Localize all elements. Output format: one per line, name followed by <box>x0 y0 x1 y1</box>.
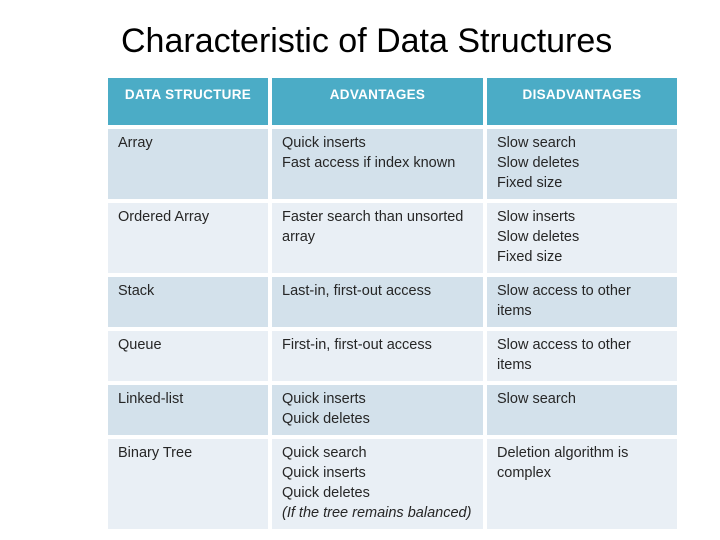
table-row: Ordered Array Faster search than unsorted… <box>108 203 677 273</box>
cell-line: Quick inserts <box>282 135 366 151</box>
cell-line: Ordered Array <box>118 209 210 225</box>
cell-line: Array <box>118 135 153 151</box>
table-row: Stack Last-in, first-out access Slow acces… <box>108 277 677 327</box>
cell-disadvantages: Deletion algorithm is complex <box>487 439 677 529</box>
table-row: Queue First-in, first-out access Slow acce… <box>108 331 677 381</box>
cell-line: Quick inserts <box>282 391 366 407</box>
cell-line: Slow inserts <box>497 209 576 225</box>
cell-line: Linked-list <box>118 391 184 407</box>
cell-structure: Binary Tree <box>108 439 268 529</box>
cell-line: Slow access to other items <box>497 283 631 319</box>
header-data-structure: DATA STRUCTURE <box>108 78 268 125</box>
header-advantages: ADVANTAGES <box>272 78 483 125</box>
cell-line: Quick deletes <box>282 411 370 427</box>
cell-line: Faster search than unsorted array <box>282 209 464 245</box>
cell-disadvantages: Slow search <box>487 385 677 435</box>
header-row: DATA STRUCTURE ADVANTAGES DISADVANTAGES <box>108 78 677 125</box>
cell-structure: Linked-list <box>108 385 268 435</box>
cell-line: Last-in, first-out access <box>282 283 432 299</box>
cell-line: Slow search <box>497 391 576 407</box>
cell-structure: Queue <box>108 331 268 381</box>
cell-line: Quick deletes <box>282 485 370 501</box>
cell-line: First-in, first-out access <box>282 337 432 353</box>
cell-advantages: Last-in, first-out access <box>272 277 483 327</box>
cell-line: Quick search <box>282 445 367 461</box>
page-title: Characteristic of Data Structures <box>121 22 613 60</box>
cell-line: Slow access to other items <box>497 337 631 373</box>
cell-line: Slow search <box>497 135 576 151</box>
data-structures-table: DATA STRUCTURE ADVANTAGES DISADVANTAGES … <box>104 74 681 533</box>
cell-structure: Ordered Array <box>108 203 268 273</box>
cell-structure: Array <box>108 129 268 199</box>
cell-line: Deletion algorithm is complex <box>497 445 629 481</box>
cell-line: Fast access if index known <box>282 155 456 171</box>
cell-disadvantages: Slow access to other items <box>487 331 677 381</box>
table-header: DATA STRUCTURE ADVANTAGES DISADVANTAGES <box>108 78 677 125</box>
cell-disadvantages: Slow access to other items <box>487 277 677 327</box>
cell-line: Queue <box>118 337 162 353</box>
cell-line: Fixed size <box>497 175 563 191</box>
cell-advantages: Faster search than unsorted array <box>272 203 483 273</box>
cell-line: Slow deletes <box>497 229 580 245</box>
cell-line: Binary Tree <box>118 445 193 461</box>
cell-note: (If the tree remains balanced) <box>282 505 472 521</box>
header-disadvantages: DISADVANTAGES <box>487 78 677 125</box>
cell-line: Slow deletes <box>497 155 580 171</box>
cell-line: Fixed size <box>497 249 563 265</box>
cell-line: Stack <box>118 283 155 299</box>
cell-structure: Stack <box>108 277 268 327</box>
cell-advantages: First-in, first-out access <box>272 331 483 381</box>
cell-line: Quick inserts <box>282 465 366 481</box>
